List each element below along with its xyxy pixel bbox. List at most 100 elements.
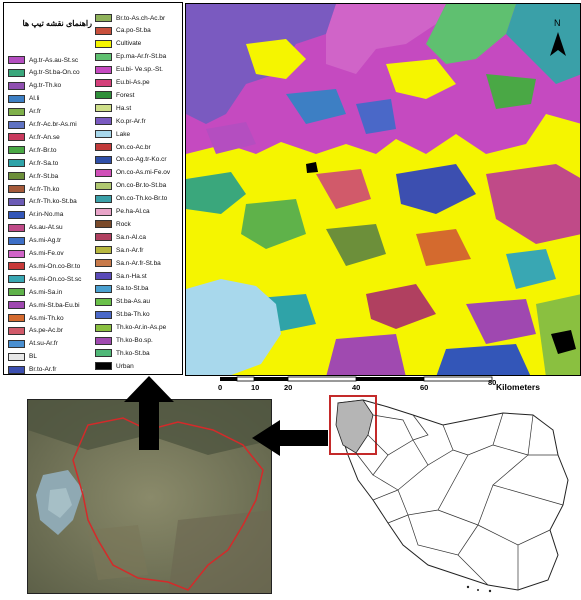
urban-area-2: [306, 162, 318, 173]
legend-label: Br.to-Ar.fr: [29, 366, 57, 374]
study-province: [335, 399, 374, 454]
region-st-ba-th-ko: [356, 99, 396, 134]
region-ar-fr-st-ba: [326, 224, 386, 266]
legend-item: As.mi-Th.ko: [8, 313, 64, 323]
legend-swatch: [8, 107, 25, 116]
legend-label: Sa.n-Al.ca: [116, 233, 146, 241]
legend-swatch: [8, 314, 25, 322]
legend-swatch: [95, 26, 112, 35]
legend-swatch: [8, 185, 25, 193]
legend-item: As.pe-Ac.br: [8, 326, 63, 336]
legend-item: Pe.ha-Al.ca: [95, 207, 150, 217]
legend-label: St.ba-Th.ko: [116, 311, 150, 319]
legend-swatch: [8, 81, 25, 90]
legend-swatch: [8, 68, 25, 77]
legend-swatch: [95, 310, 112, 319]
region-ep-ma: [426, 4, 516, 64]
region-as-pe-ac-br: [316, 169, 371, 209]
legend-label: Pe.ha-Al.ca: [116, 208, 150, 215]
legend-swatch: [8, 94, 25, 103]
legend-item: Ar.fr-Th.ko-St.ba: [8, 197, 77, 207]
legend-label: At.su-Ar.fr: [29, 340, 58, 348]
legend-swatch: [8, 197, 25, 206]
legend-label: Th.ko-Bo.sp.: [116, 337, 153, 344]
legend-item: BL: [8, 352, 37, 362]
legend-swatch: [8, 326, 25, 335]
region-sa-n-al-ca: [366, 284, 436, 329]
legend-label: As.mi-Sa.in: [29, 288, 63, 296]
legend-label: Ha.st: [116, 104, 132, 112]
legend-label: As.mi-Ag.tr: [29, 237, 62, 245]
legend-label: Ca.po-St.ba: [116, 27, 151, 35]
legend-label: As.mi-On.co-St.sc: [29, 275, 82, 283]
legend-item: Ag.tr-St.ba-On.co: [8, 68, 80, 78]
region-as-mi-sa-in: [241, 199, 306, 249]
legend-item: Cultivate: [95, 39, 141, 49]
legend-swatch: [8, 352, 25, 361]
legend-item: Sa.n-Ar.fr-St.ba: [95, 258, 161, 268]
legend-label: As.mi-Th.ko: [29, 314, 64, 322]
legend-item: Ko.pr-Ar.fr: [95, 116, 146, 126]
legend-label: Ag.tr-Th.ko: [29, 82, 62, 90]
legend-label: Rock: [116, 220, 131, 228]
legend-item: As.mi-St.ba-Eu.bi: [8, 300, 80, 310]
region-as-mi-fe-ov: [326, 4, 446, 74]
legend-item: On.co-Ac.br: [95, 142, 151, 152]
legend-label: As.mi-On.co-Br.to: [29, 262, 81, 270]
region-al-li: [286, 89, 346, 124]
legend-swatch: [8, 365, 25, 374]
north-arrow: N: [550, 18, 566, 56]
legend-swatch: [95, 117, 112, 126]
legend-swatch: [95, 130, 112, 139]
legend-item: On.co-As.mi-Fe.ov: [95, 168, 170, 178]
legend-label: Forest: [116, 91, 135, 99]
scale-tick-20: 20: [284, 383, 293, 392]
legend-item: Ar.fr: [8, 107, 41, 117]
legend-title: راهنمای نقشه تیپ ها: [22, 19, 92, 28]
legend-item: Forest: [95, 90, 134, 100]
legend-swatch: [8, 249, 25, 258]
scale-tick-80: 80: [488, 378, 497, 387]
legend-item: St.ba-Th.ko: [95, 310, 150, 320]
legend-item: Urban: [95, 361, 134, 371]
legend-label: St.ba-As.au: [116, 298, 150, 306]
legend-swatch: [95, 155, 112, 164]
legend-item: Th.ko-Bo.sp.: [95, 336, 153, 346]
legend-swatch: [95, 272, 112, 280]
legend-item: As.mi-Ag.tr: [8, 236, 61, 246]
legend-swatch: [8, 223, 25, 232]
legend-label: Th.ko-Ar.in-As.pe: [116, 324, 167, 332]
legend-label: Ar.fr-Br.to: [29, 146, 57, 154]
legend-swatch: [95, 78, 112, 87]
legend-item: Sa.n-Ar.fr: [95, 245, 143, 255]
legend-label: Ar.fr-An.se: [29, 133, 60, 141]
legend-item: Ar.fr-Ac.br-As.mi: [8, 120, 77, 130]
legend-swatch: [8, 339, 25, 348]
legend-label: Eu.bi-As.pe: [116, 79, 150, 86]
legend-swatch: [8, 133, 25, 142]
legend-swatch: [95, 233, 112, 242]
legend-item: Ag.tr-Th.ko: [8, 81, 61, 91]
legend-item: Al.li: [8, 94, 39, 104]
scale-tick-60: 60: [420, 383, 429, 392]
north-label: N: [554, 18, 561, 28]
legend-swatch: [8, 301, 25, 310]
legend-swatch: [95, 349, 112, 358]
legend-label: Cultivate: [116, 40, 142, 48]
region-as-mi-on-co: [506, 249, 556, 289]
legend-item: Eu.bi- Ve.sp.-St.: [95, 65, 163, 75]
legend-label: Ar.fr-Th.ko-St.ba: [29, 198, 77, 206]
legend-label: Sa.n-Ar.fr: [116, 246, 144, 254]
legend-item: Br.to-Ar.fr: [8, 365, 56, 375]
legend-item: Ca.po-St.ba: [95, 26, 151, 36]
legend-item: Lake: [95, 129, 130, 139]
legend-swatch: [8, 172, 25, 181]
legend-item: As.mi-Sa.in: [8, 287, 62, 297]
legend-item: On.co-Th.ko-Br.to: [95, 194, 167, 204]
legend-label: Ep.ma-Ar.fr-St.ba: [116, 53, 167, 61]
province-borders: [355, 412, 564, 590]
legend-label: Ko.pr-Ar.fr: [116, 117, 146, 125]
legend-item: Ag.tr-As.au-St.sc: [8, 55, 78, 65]
legend-label: Urban: [116, 362, 134, 370]
